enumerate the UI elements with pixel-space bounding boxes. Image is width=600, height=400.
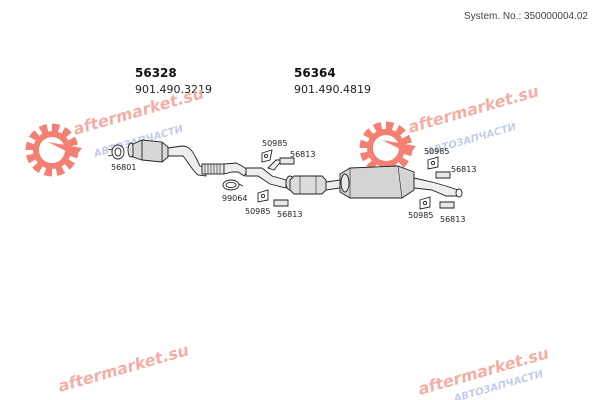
hanger-50985-b1 xyxy=(427,156,439,170)
part-number-front: 56328 xyxy=(135,66,177,80)
watermark-brand: aftermarket.su xyxy=(56,340,191,395)
bracket-56813-b2 xyxy=(439,201,455,209)
label-bracket-a2: 56813 xyxy=(277,210,302,219)
bracket-56813-a1 xyxy=(279,157,295,165)
watermark-brand: aftermarket.su xyxy=(406,81,541,136)
bracket-56813-b1 xyxy=(435,171,451,179)
gear-logo-icon xyxy=(25,123,82,177)
label-clamp-front: 56801 xyxy=(111,163,136,172)
hanger-50985-a2 xyxy=(257,189,269,203)
watermark-top-right: aftermarket.su АВТОЗАПЧАСТИ xyxy=(359,81,541,175)
resonator xyxy=(289,175,327,195)
system-number: System. No.: 350000004.02 xyxy=(464,11,588,22)
label-bracket-b1: 56813 xyxy=(451,165,476,174)
watermark-brand: aftermarket.su xyxy=(71,83,206,138)
rear-pipe-assembly xyxy=(245,159,463,199)
part-number-rear: 56364 xyxy=(294,66,336,80)
clamp-56801 xyxy=(107,144,125,160)
label-hanger-b1: 50985 xyxy=(424,147,449,156)
front-pipe-assembly xyxy=(107,139,249,177)
hanger-50985-b2 xyxy=(419,196,431,210)
flex-section xyxy=(201,163,225,175)
main-muffler xyxy=(339,165,415,199)
watermark-bottom: aftermarket.su aftermarket.su АВТОЗАПЧАС… xyxy=(56,340,551,400)
oem-number-front: 901.490.3219 xyxy=(135,83,212,96)
label-bracket-a1: 56813 xyxy=(290,150,315,159)
hanger-50985-a1 xyxy=(261,149,273,163)
label-bracket-b2: 56813 xyxy=(440,215,465,224)
catalytic-converter xyxy=(132,139,169,163)
oem-number-rear: 901.490.4819 xyxy=(294,83,371,96)
label-hanger-b2: 50985 xyxy=(408,211,433,220)
clamp-99064 xyxy=(222,179,244,191)
label-clamp-mid: 99064 xyxy=(222,194,247,203)
gear-logo-icon xyxy=(359,121,416,175)
label-hanger-a1: 50985 xyxy=(262,139,287,148)
label-hanger-a2: 50985 xyxy=(245,207,270,216)
bracket-56813-a2 xyxy=(273,199,289,207)
